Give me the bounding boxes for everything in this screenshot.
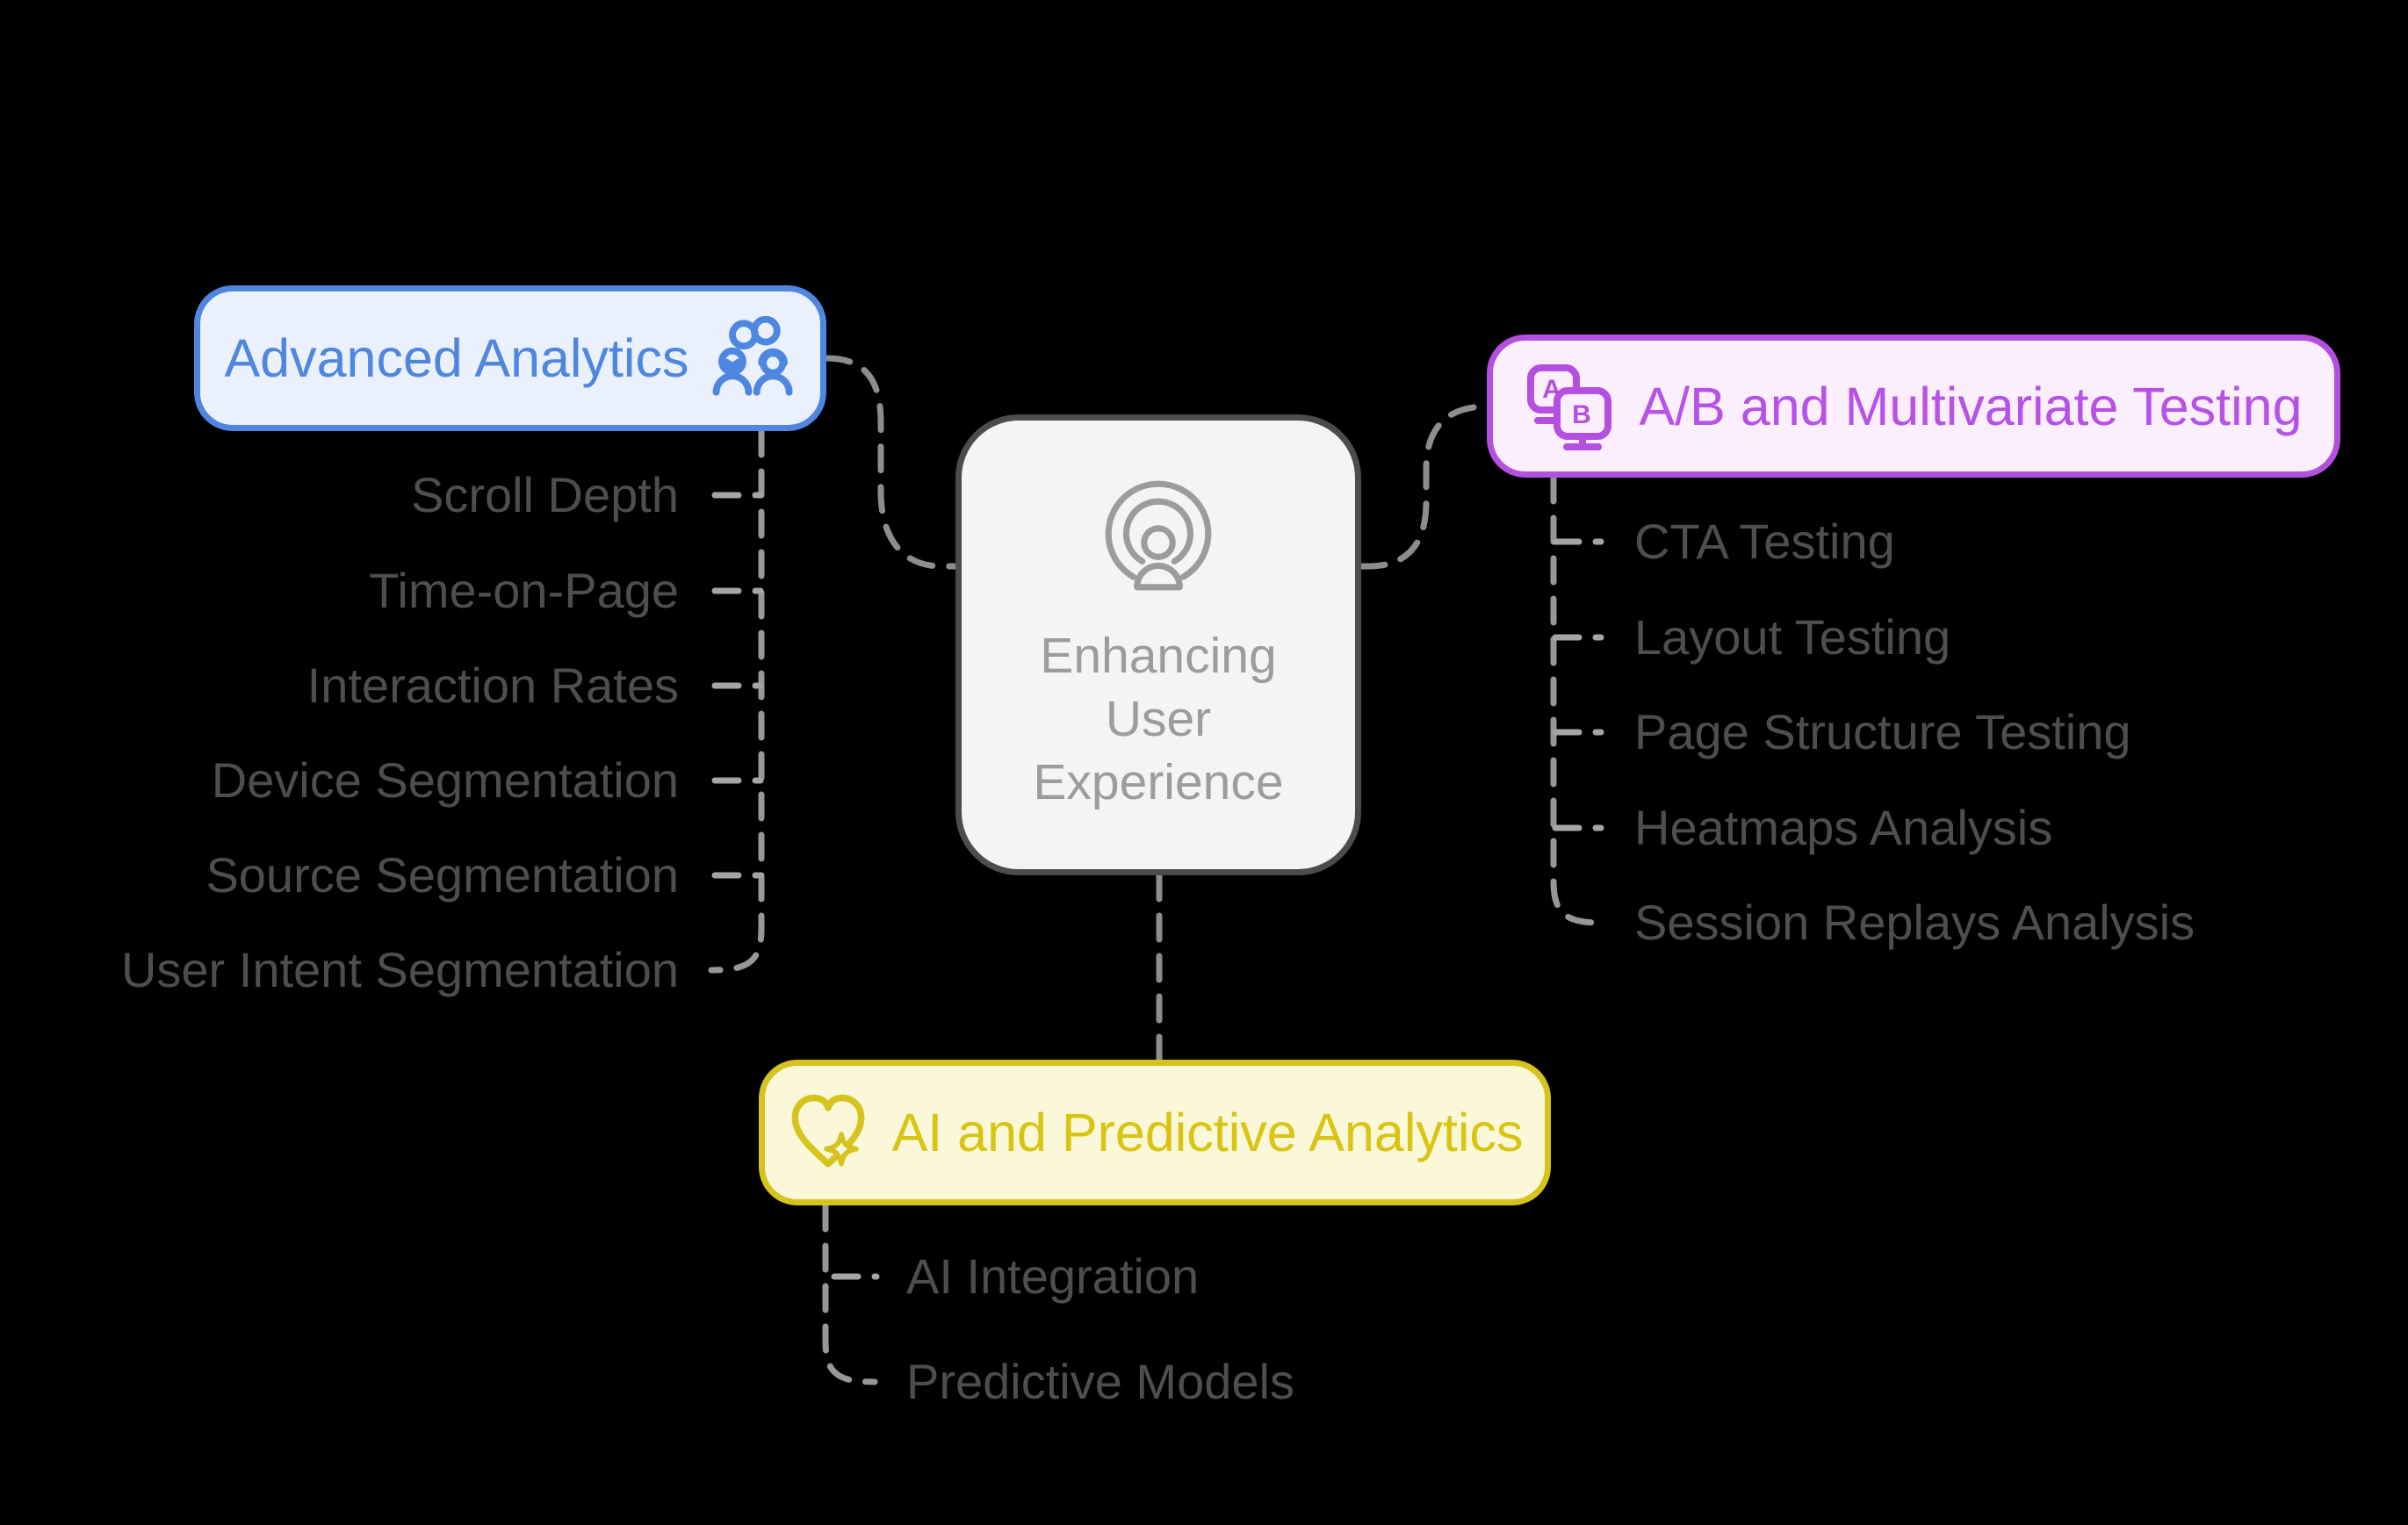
leaf-cta-testing: CTA Testing [1634, 514, 1895, 569]
broadcast-person-icon [1105, 480, 1212, 590]
ab-screens-icon: A B [1526, 363, 1611, 450]
leaf-source-segmentation: Source Segmentation [205, 847, 679, 903]
spine-abtesting-children [1550, 474, 1604, 926]
leaf-page-structure-testing: Page Structure Testing [1634, 704, 2131, 759]
sparkle-heart-icon [791, 1094, 864, 1168]
leaf-predictive-models: Predictive Models [906, 1354, 1294, 1409]
leaf-heatmaps-analysis: Heatmaps Analysis [1634, 800, 2053, 855]
connector-advanced-to-center [823, 355, 959, 570]
node-ai-predictive-analytics: AI and Predictive Analytics [759, 1060, 1551, 1205]
ab-testing-label: A/B and Multivariate Testing [1639, 376, 2303, 436]
leaf-layout-testing: Layout Testing [1634, 609, 1951, 665]
advanced-analytics-label: Advanced Analytics [224, 328, 689, 388]
linked-users-icon [713, 316, 794, 396]
leaf-session-replays-analysis: Session Replays Analysis [1634, 895, 2195, 950]
connector-center-to-abtesting [1358, 403, 1490, 570]
spine-advanced-children [708, 428, 765, 974]
node-advanced-analytics: Advanced Analytics [194, 285, 826, 431]
center-node-label: Enhancing User Experience [1033, 627, 1284, 810]
node-ab-multivariate-testing: A B A/B and Multivariate Testing [1487, 334, 2340, 478]
leaf-interaction-rates: Interaction Rates [306, 658, 679, 713]
ab-icon-letter-a: A [1542, 375, 1561, 404]
leaf-device-segmentation: Device Segmentation [211, 752, 679, 808]
ai-predictive-label: AI and Predictive Analytics [891, 1103, 1524, 1162]
node-enhancing-user-experience: Enhancing User Experience [955, 414, 1361, 875]
ab-icon-letter-b: B [1572, 400, 1591, 429]
spine-ai-children [822, 1202, 878, 1385]
leaf-time-on-page: Time-on-Page [369, 563, 679, 618]
leaf-scroll-depth: Scroll Depth [410, 467, 679, 522]
leaf-user-intent-segmentation: User Intent Segmentation [120, 942, 679, 997]
leaf-ai-integration: AI Integration [906, 1248, 1200, 1304]
